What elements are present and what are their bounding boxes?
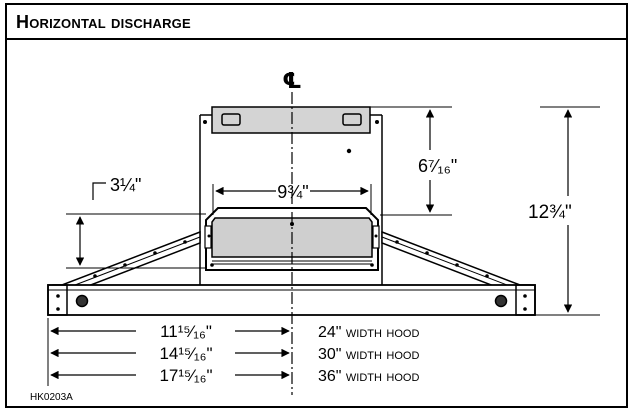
centerline: ℄	[282, 69, 302, 395]
hood-row-3-dimension: 17¹⁵⁄₁₆"	[159, 366, 212, 385]
opening-width-label: 9¾"	[277, 182, 308, 202]
hood-row-2-dimension: 14¹⁵⁄₁₆"	[159, 344, 212, 363]
total-height-label: 12¾"	[528, 202, 572, 223]
hood-row-1-dimension: 11¹⁵⁄₁₆"	[160, 322, 212, 341]
hood-row-3-label: 36" width hood	[318, 368, 419, 385]
opening-width-dimension: 9¾"	[212, 182, 372, 215]
offset-left-label: 3¼"	[110, 175, 141, 195]
diagram-frame: Horizontal discharge	[5, 3, 628, 408]
hood-row-1-label: 24" width hood	[318, 324, 419, 341]
centerline-symbol: ℄	[282, 69, 302, 94]
top-mounting-plate	[211, 106, 371, 134]
offset-left-dimension: 3¼"	[66, 175, 206, 269]
figure-id: HK0203A	[30, 392, 73, 403]
hood-row-2-label: 30" width hood	[318, 346, 419, 363]
total-height-dimension: 12¾"	[528, 106, 600, 316]
upper-height-dimension: 6⁷⁄₁₆"	[370, 106, 457, 216]
page-title: Horizontal discharge	[16, 12, 191, 32]
upper-height-label: 6⁷⁄₁₆"	[418, 156, 457, 176]
title-bar: Horizontal discharge	[7, 5, 626, 40]
hood-dimensions: 11¹⁵⁄₁₆" 24" width hood 14¹⁵⁄₁₆" 30" wid…	[47, 318, 419, 386]
